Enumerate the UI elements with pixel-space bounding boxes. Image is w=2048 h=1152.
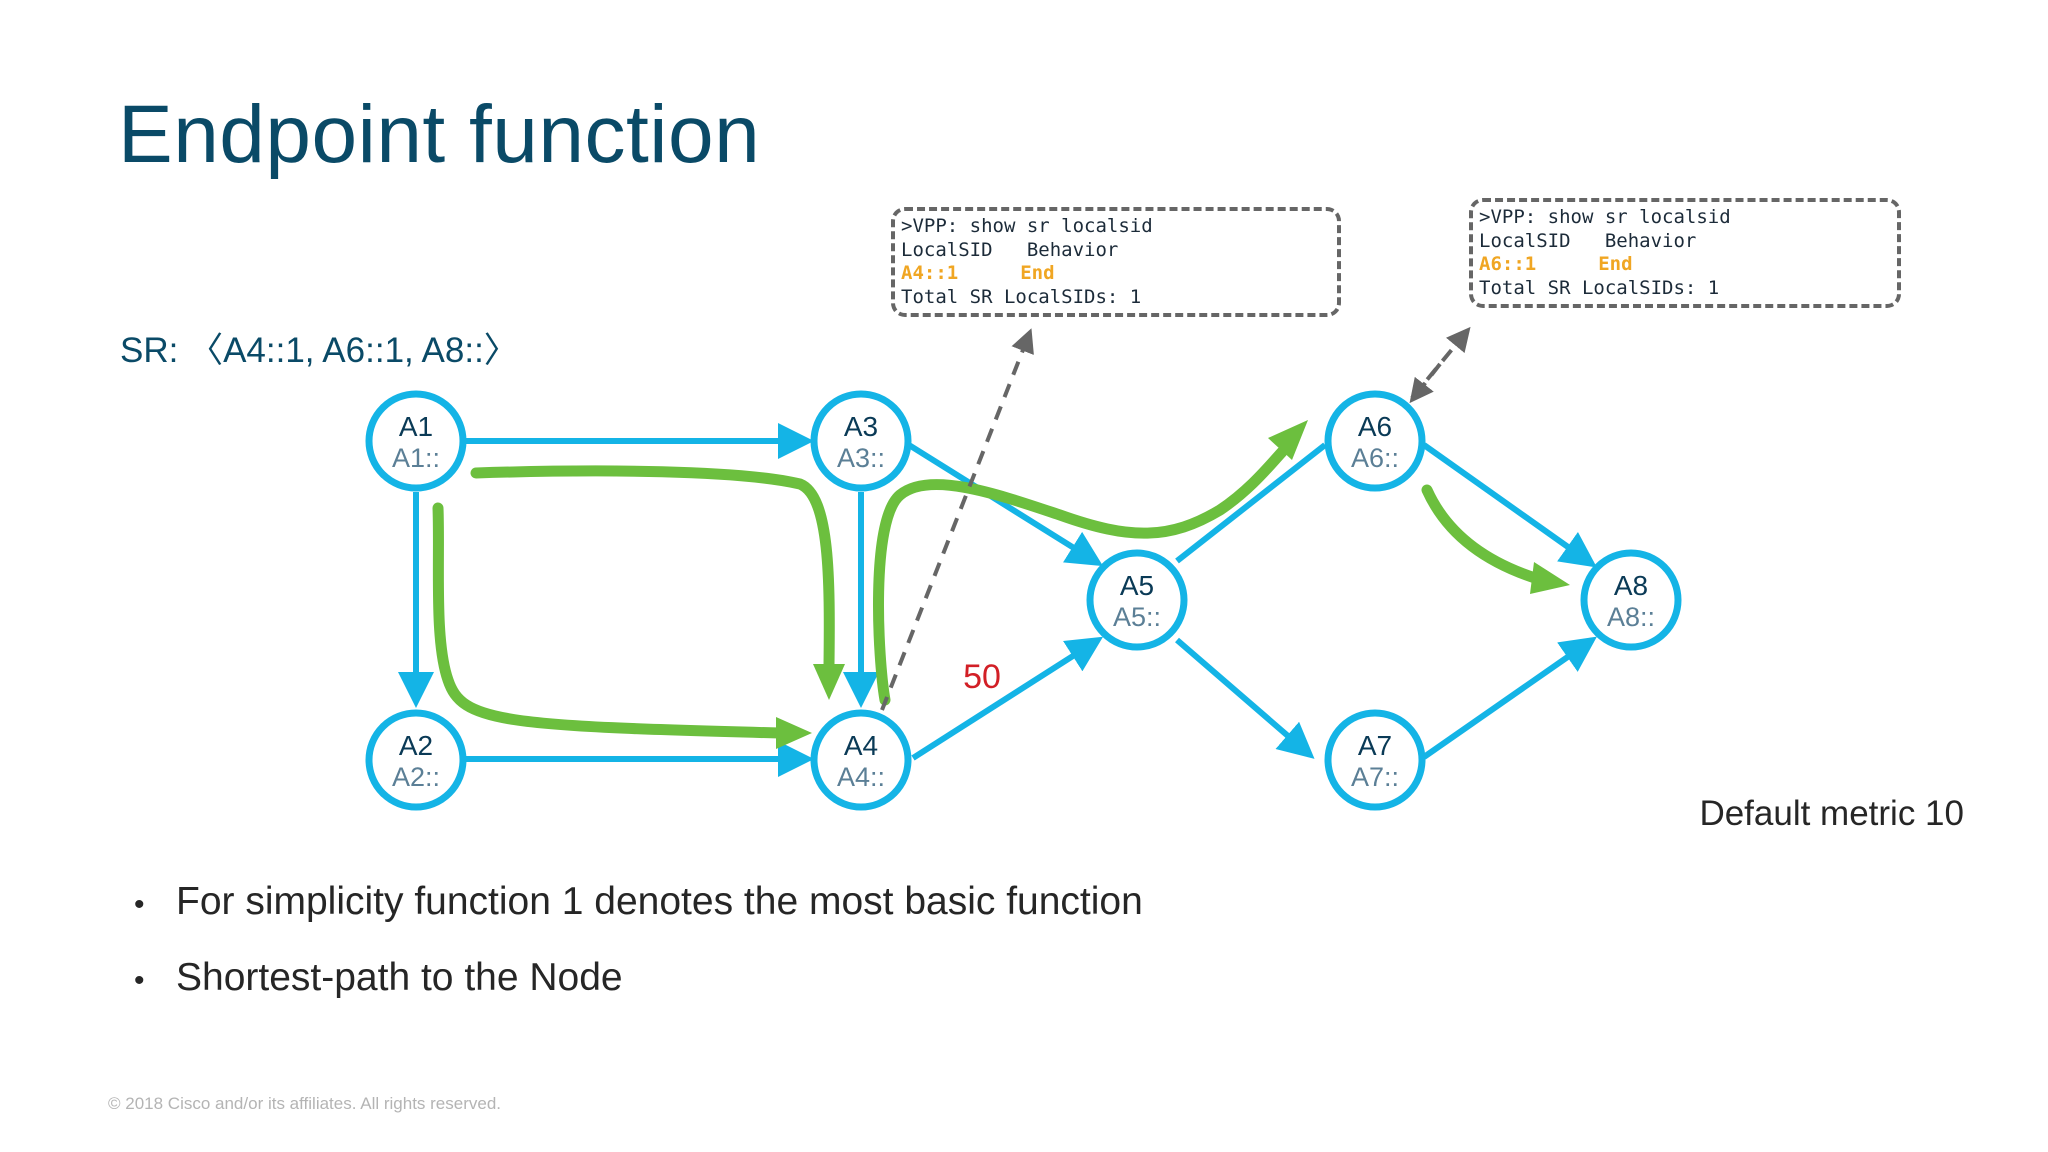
cli-header: LocalSID Behavior bbox=[901, 238, 1119, 261]
cli-behavior: End bbox=[1020, 262, 1055, 284]
link-a6-a8 bbox=[1422, 442, 1597, 568]
bullet-text: For simplicity function 1 denotes the mo… bbox=[176, 880, 1143, 923]
node-address: A1:: bbox=[392, 443, 440, 473]
node-name: A8 bbox=[1614, 570, 1648, 601]
cli-output-a6: >VPP: show sr localsid LocalSID Behavior… bbox=[1469, 198, 1901, 308]
node-address: A8:: bbox=[1607, 602, 1655, 632]
cli-output-a4: >VPP: show sr localsid LocalSID Behavior… bbox=[891, 207, 1341, 317]
links bbox=[398, 423, 1597, 777]
node-name: A3 bbox=[844, 411, 878, 442]
path-a1-a4-lower bbox=[432, 502, 786, 739]
link-a4-a5 bbox=[911, 636, 1104, 761]
node-a2[interactable]: A2 A2:: bbox=[365, 709, 467, 811]
node-name: A5 bbox=[1120, 570, 1154, 601]
cli-command: >VPP: show sr localsid bbox=[1479, 206, 1731, 228]
bullet-list: • For simplicity function 1 denotes the m… bbox=[134, 880, 1143, 1032]
node-a7[interactable]: A7 A7:: bbox=[1324, 709, 1426, 811]
bullet-symbol: • bbox=[134, 964, 145, 997]
node-a4[interactable]: A4 A4:: bbox=[810, 709, 912, 811]
sr-paths bbox=[432, 420, 1570, 749]
node-address: A6:: bbox=[1351, 443, 1399, 473]
node-name: A1 bbox=[399, 411, 433, 442]
link-metric-label: 50 bbox=[963, 658, 1001, 696]
path-arrowhead bbox=[813, 664, 845, 700]
cli-sid: A6::1 bbox=[1479, 253, 1537, 275]
node-a5[interactable]: A5 A5:: bbox=[1086, 549, 1188, 651]
node-address: A7:: bbox=[1351, 762, 1399, 792]
cli-sid-row: A4::1 End bbox=[901, 262, 1331, 286]
path-arrowhead bbox=[776, 717, 812, 749]
cli-total: Total SR LocalSIDs: 1 bbox=[901, 285, 1142, 308]
path-a4-a6 bbox=[873, 446, 1288, 706]
nodes: A1 A1:: A2 A2:: A3 A3:: A4 A4:: A5 A5:: … bbox=[365, 390, 1682, 811]
cli-sid-row: A6::1 End bbox=[1479, 253, 1891, 277]
node-a8[interactable]: A8 A8:: bbox=[1580, 549, 1682, 651]
node-a1[interactable]: A1 A1:: bbox=[365, 390, 467, 492]
node-name: A4 bbox=[844, 730, 878, 761]
cli-total: Total SR LocalSIDs: 1 bbox=[1479, 276, 1720, 299]
callout-connector-a4 bbox=[880, 328, 1034, 711]
bullet-text: Shortest-path to the Node bbox=[176, 956, 623, 999]
callout-connectors bbox=[880, 326, 1471, 711]
node-address: A5:: bbox=[1113, 602, 1161, 632]
node-address: A4:: bbox=[837, 762, 885, 792]
link-a5-a6 bbox=[1175, 442, 1327, 564]
bullet-symbol: • bbox=[134, 888, 145, 921]
link-a3-a5 bbox=[907, 442, 1104, 567]
cli-behavior: End bbox=[1598, 253, 1633, 275]
node-name: A7 bbox=[1358, 730, 1392, 761]
path-arrowhead bbox=[1268, 420, 1308, 460]
cli-header: LocalSID Behavior bbox=[1479, 229, 1697, 252]
sr-segment-list: SR: 〈A4::1, A6::1, A8::〉 bbox=[120, 331, 519, 370]
default-metric-note: Default metric 10 bbox=[1699, 794, 1964, 833]
callout-connector-a6 bbox=[1409, 362, 1442, 404]
cli-command: >VPP: show sr localsid bbox=[901, 215, 1153, 237]
node-name: A6 bbox=[1358, 411, 1392, 442]
copyright-notice: © 2018 Cisco and/or its affiliates. All … bbox=[108, 1094, 502, 1113]
link-a7-a8 bbox=[1422, 636, 1597, 760]
path-arrowhead bbox=[1530, 562, 1570, 594]
slide-title: Endpoint function bbox=[118, 89, 761, 180]
node-address: A2:: bbox=[392, 762, 440, 792]
bullet-item: • For simplicity function 1 denotes the m… bbox=[134, 880, 1143, 956]
node-name: A2 bbox=[399, 730, 433, 761]
cli-sid: A4::1 bbox=[901, 262, 959, 284]
callout-connector-a6 bbox=[1410, 326, 1471, 400]
node-a3[interactable]: A3 A3:: bbox=[810, 390, 912, 492]
bullet-item: • Shortest-path to the Node bbox=[134, 956, 1143, 1032]
node-address: A3:: bbox=[837, 443, 885, 473]
path-a6-a8 bbox=[1421, 484, 1541, 584]
node-a6[interactable]: A6 A6:: bbox=[1324, 390, 1426, 492]
path-a1-a4-upper bbox=[470, 465, 835, 671]
link-a5-a7 bbox=[1175, 637, 1315, 759]
